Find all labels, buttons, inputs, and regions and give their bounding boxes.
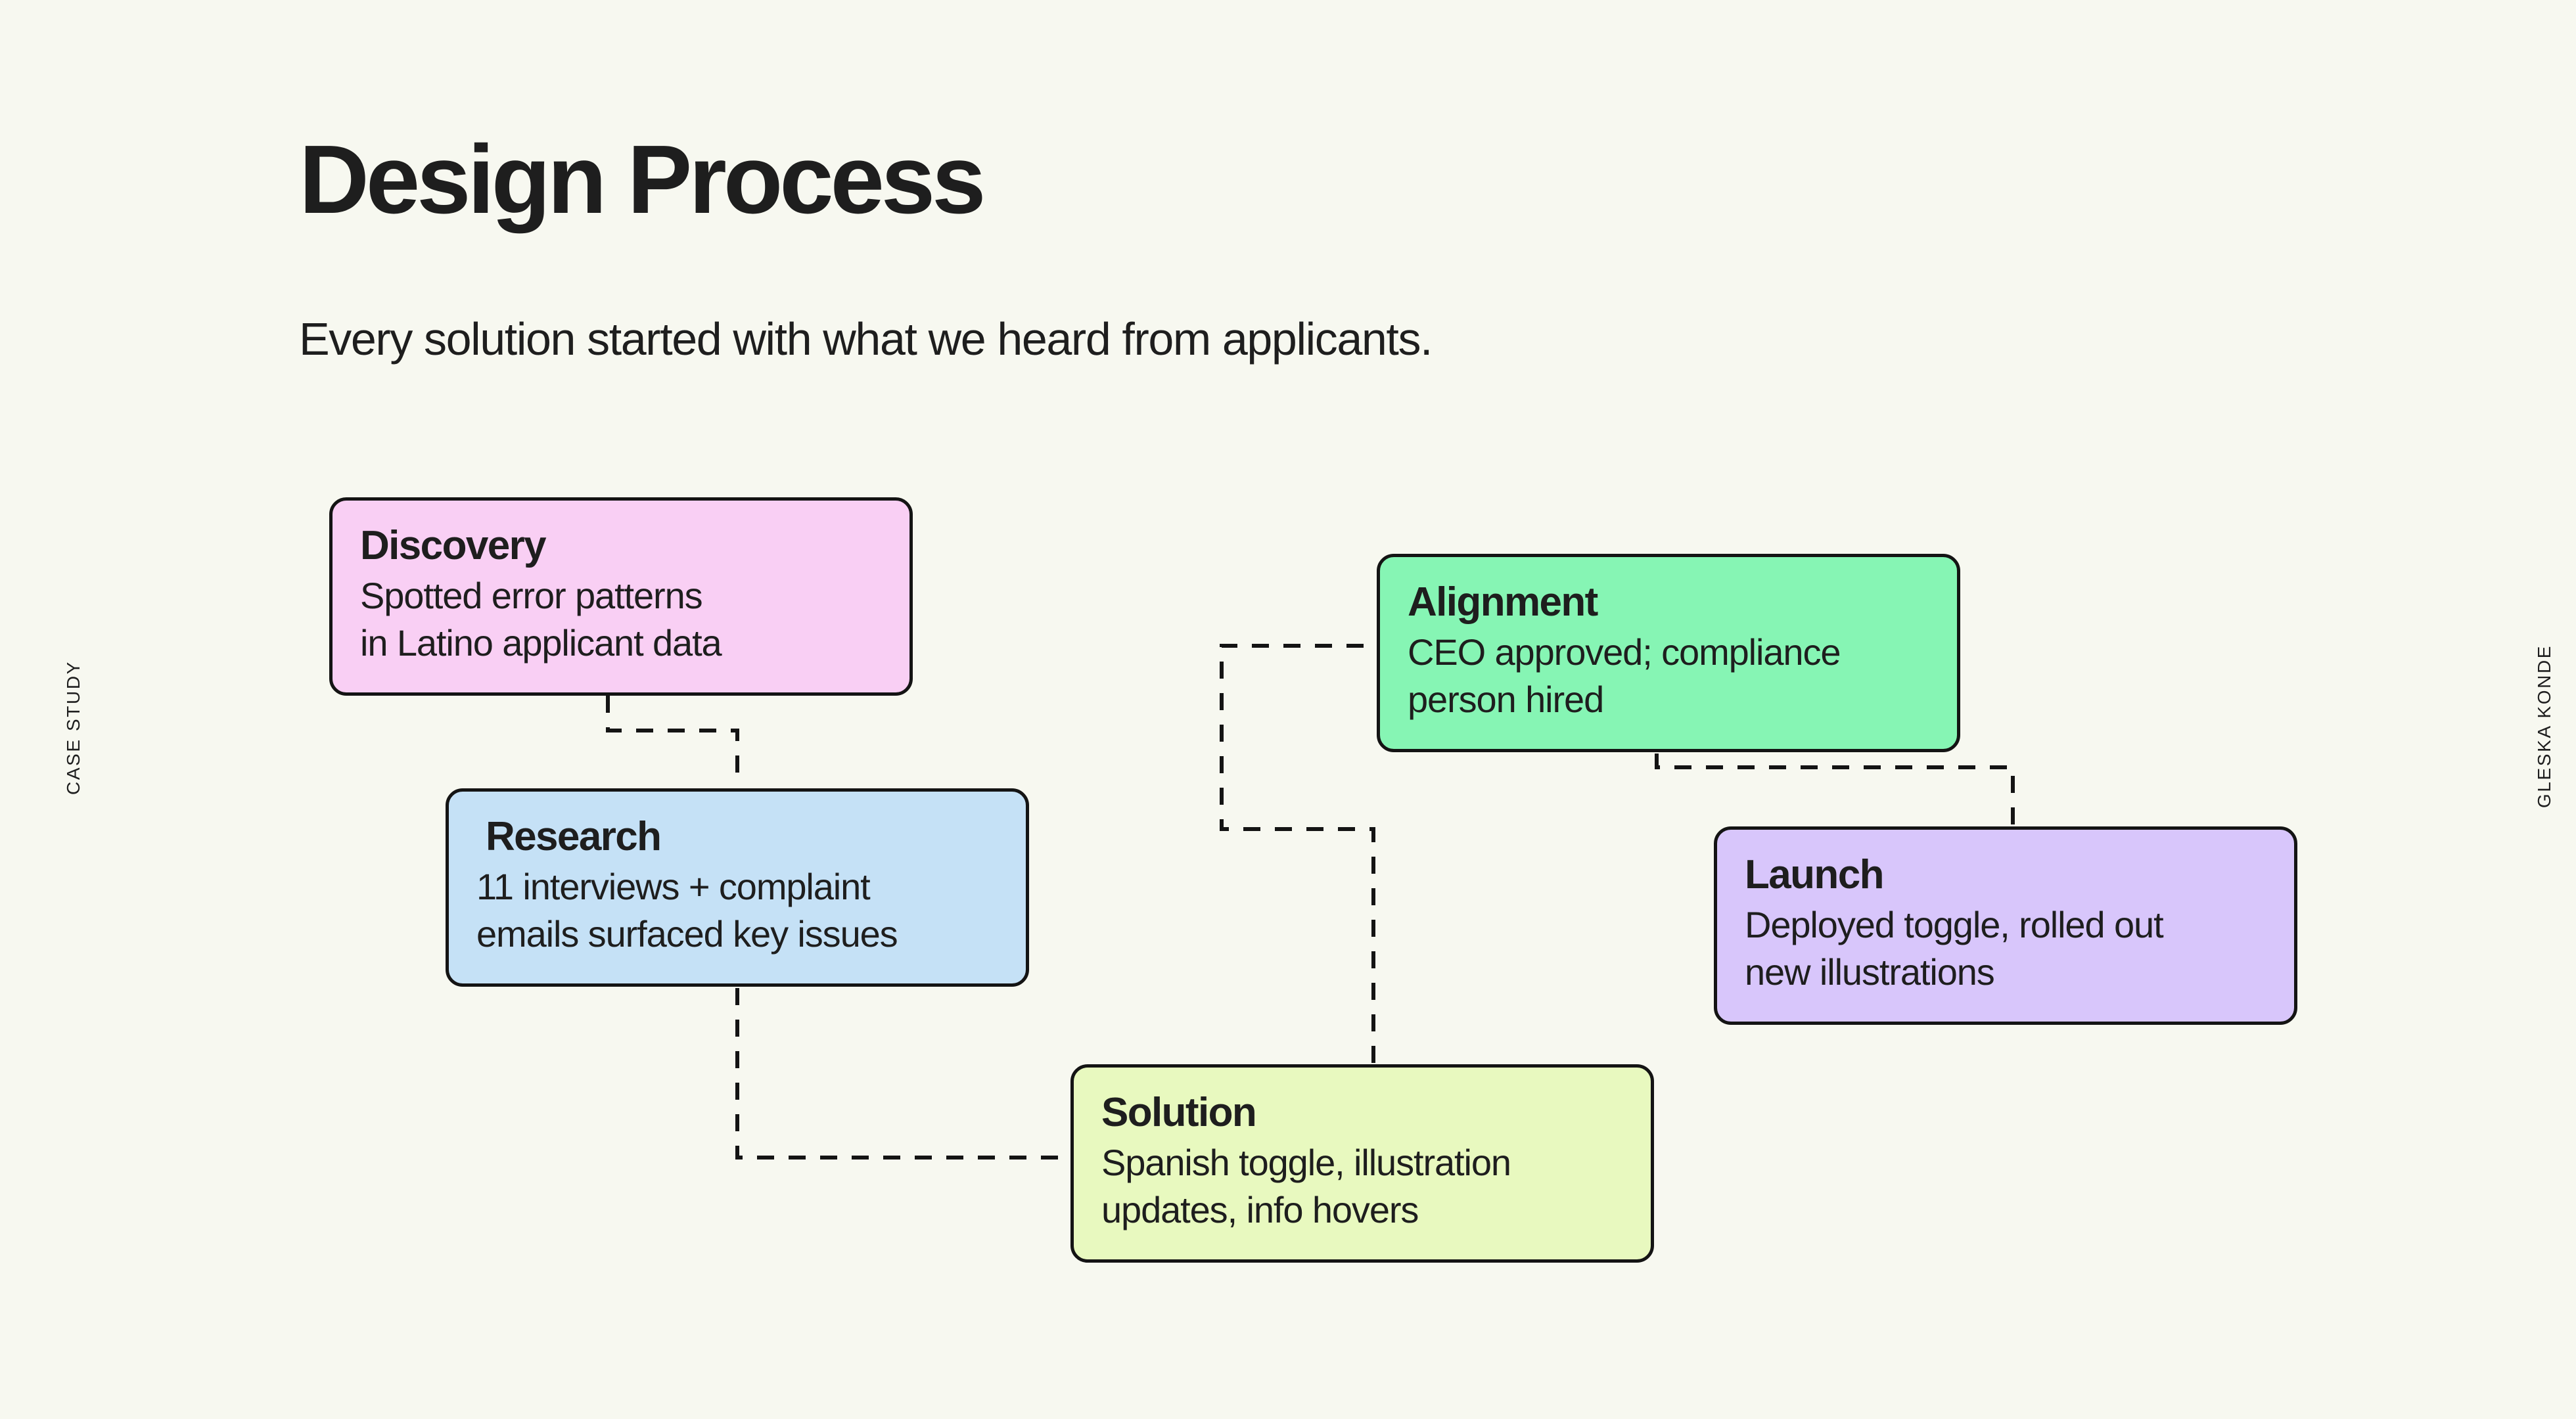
card-title: Launch bbox=[1745, 852, 1884, 897]
card-body: Spotted error patterns in Latino applica… bbox=[360, 575, 722, 664]
card-title: Research bbox=[486, 814, 662, 859]
page-subtitle: Every solution started with what we hear… bbox=[299, 313, 1433, 365]
card-body: Deployed toggle, rolled out new illustra… bbox=[1745, 904, 2164, 993]
card-body: 11 interviews + complaint emails surface… bbox=[476, 866, 898, 955]
connector-research-to-solution bbox=[735, 988, 1070, 1160]
process-card-discovery[interactable]: Discovery Spotted error patterns in Lati… bbox=[329, 497, 913, 696]
process-card-research[interactable]: Research 11 interviews + complaint email… bbox=[446, 788, 1029, 987]
process-card-solution[interactable]: Solution Spanish toggle, illustration up… bbox=[1070, 1064, 1654, 1263]
connector-alignment-to-launch bbox=[1655, 754, 2015, 825]
side-label-case-study: CASE STUDY bbox=[63, 660, 83, 795]
card-title: Discovery bbox=[360, 523, 547, 568]
connector-solution-to-alignment bbox=[1220, 644, 1375, 1063]
header-block: Design Process Every solution started wi… bbox=[299, 131, 2270, 365]
connector-discovery-to-research bbox=[606, 696, 739, 787]
card-title: Alignment bbox=[1408, 579, 1598, 625]
process-card-launch[interactable]: Launch Deployed toggle, rolled out new i… bbox=[1714, 826, 2297, 1025]
page-title: Design Process bbox=[299, 125, 986, 234]
process-card-alignment[interactable]: Alignment CEO approved; compliance perso… bbox=[1377, 554, 1960, 752]
side-label-brand: GLESKA KONDE bbox=[2534, 644, 2554, 808]
card-body: CEO approved; compliance person hired bbox=[1408, 631, 1841, 720]
card-title: Solution bbox=[1101, 1090, 1257, 1135]
card-body: Spanish toggle, illustration updates, in… bbox=[1101, 1142, 1511, 1230]
